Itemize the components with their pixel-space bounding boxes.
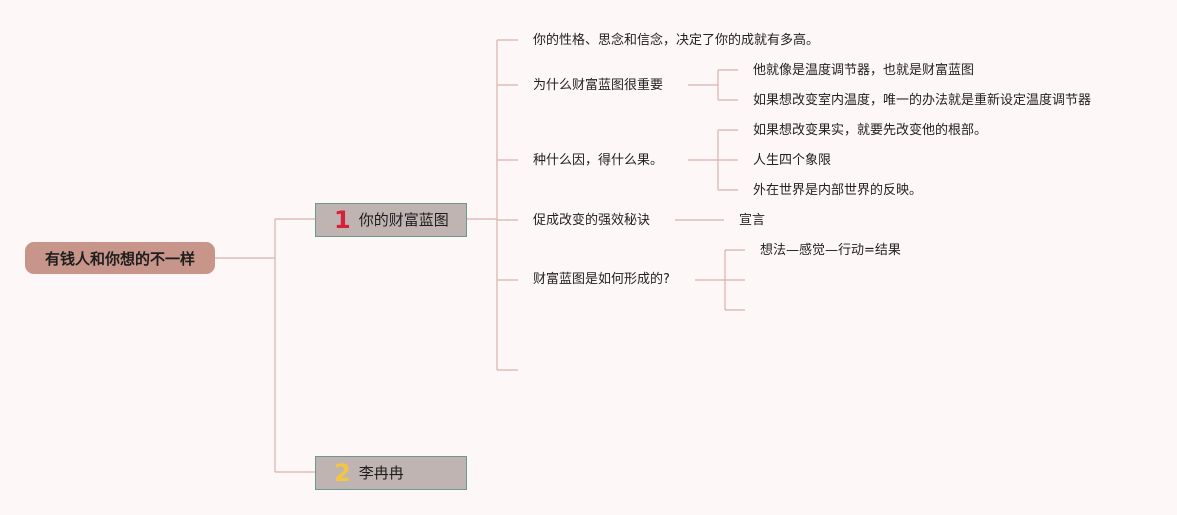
subtopic-inner-outer-world[interactable]: 外在世界是内部世界的反映。 [753,183,923,198]
root-topic[interactable]: 有钱人和你想的不一样 [25,242,215,274]
subtopic-declaration[interactable]: 宣言 [739,213,766,228]
subtopic-thought-feeling-action[interactable]: 想法—感觉—行动=结果 [760,243,901,258]
topic-cause-and-effect[interactable]: 种什么因，得什么果。 [533,153,664,168]
branch-li-ranran[interactable]: 2 李冉冉 [315,456,467,490]
topic-how-blueprint-forms[interactable]: 财富蓝图是如何形成的? [533,272,670,287]
topic-why-blueprint-important[interactable]: 为什么财富蓝图很重要 [533,78,664,93]
branch-label-wealth-blueprint: 你的财富蓝图 [358,211,449,229]
topic-change-secret[interactable]: 促成改变的强效秘诀 [533,213,651,228]
branch-wealth-blueprint[interactable]: 1 你的财富蓝图 [315,203,467,237]
root-topic-label: 有钱人和你想的不一样 [44,249,195,268]
branch-number-2: 2 [334,459,351,487]
subtopic-thermostat[interactable]: 他就像是温度调节器，也就是财富蓝图 [753,63,975,78]
subtopic-four-quadrants[interactable]: 人生四个象限 [753,153,832,168]
branch-number-1: 1 [334,206,351,234]
subtopic-reset-thermostat[interactable]: 如果想改变室内温度，唯一的办法就是重新设定温度调节器 [753,93,1092,108]
branch-label-li-ranran: 李冉冉 [358,464,404,482]
subtopic-change-roots[interactable]: 如果想改变果实，就要先改变他的根部。 [753,123,988,138]
topic-character-beliefs[interactable]: 你的性格、思念和信念，决定了你的成就有多高。 [533,33,820,48]
